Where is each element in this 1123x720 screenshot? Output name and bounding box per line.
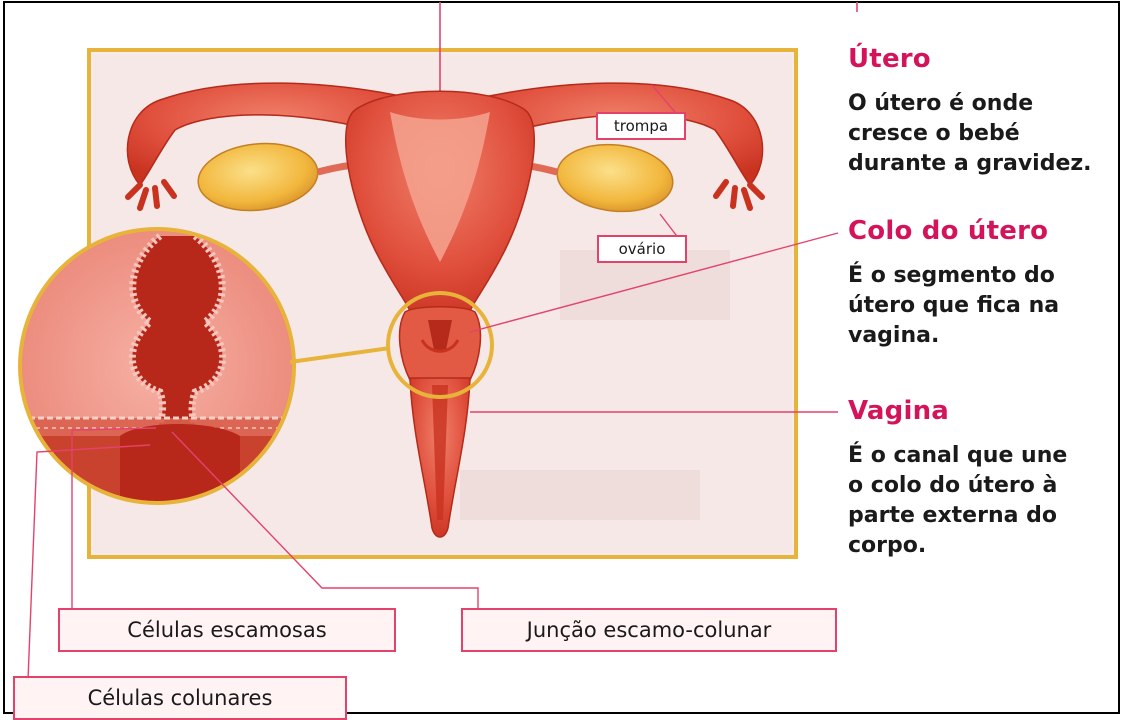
vagina-description: É o canal que une o colo do útero à part… (848, 441, 1123, 561)
columnar-cells-text: Células colunares (88, 686, 273, 710)
tube-label-text: trompa (614, 117, 668, 135)
junction-text: Junção escamo-colunar (527, 618, 772, 642)
vagina-title: Vagina (848, 396, 949, 426)
uterus-description: O útero é onde cresce o bebé durante a g… (848, 89, 1123, 179)
squamous-cells-label: Células escamosas (58, 608, 396, 652)
tube-label: trompa (596, 112, 686, 140)
cervix-description: É o segmento do útero que fica na vagina… (848, 261, 1123, 351)
columnar-cells-label: Células colunares (13, 676, 347, 720)
cervix-title: Colo do útero (848, 216, 1048, 246)
junction-label: Junção escamo-colunar (461, 608, 837, 652)
squamous-cells-text: Células escamosas (127, 618, 326, 642)
ovary-label-text: ovário (619, 240, 666, 258)
uterus-title: Útero (848, 44, 931, 74)
ovary-label: ovário (597, 235, 687, 263)
